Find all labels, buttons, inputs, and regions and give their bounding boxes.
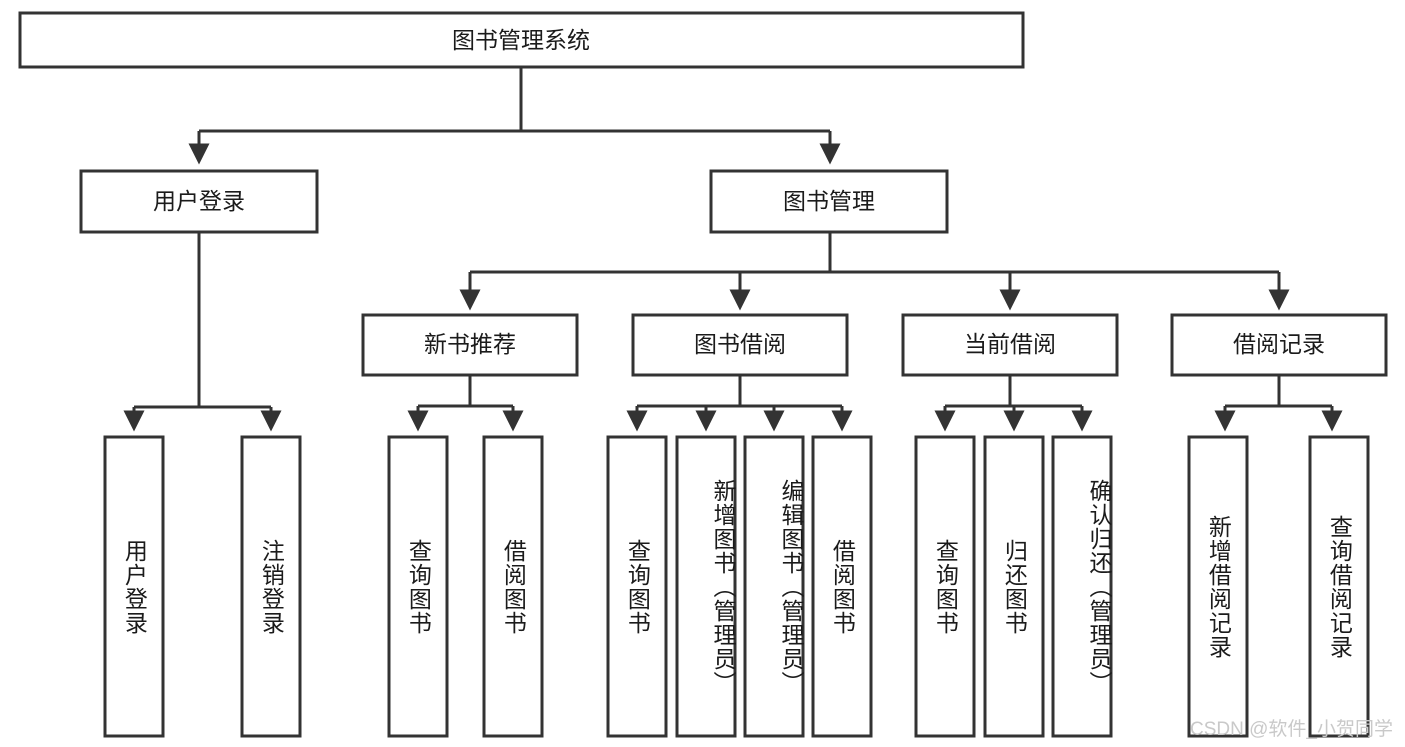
label-book-manage: 图书管理 — [783, 188, 875, 214]
node-box-root[interactable] — [18, 11, 1025, 69]
node-box-current-borrow[interactable] — [901, 313, 1119, 377]
node-box-leaf-user-login[interactable] — [103, 435, 165, 738]
node-box-book-manage[interactable] — [709, 169, 949, 234]
label-current-borrow: 当前借阅 — [964, 331, 1056, 357]
node-box-leaf-cb-return[interactable] — [983, 435, 1045, 738]
node-box-leaf-br-add[interactable] — [1187, 435, 1249, 738]
node-labels-horizontal: 图书管理系统 用户登录 图书管理 新书推荐 图书借阅 当前借阅 借阅记录 — [153, 27, 1325, 357]
label-book-borrow: 图书借阅 — [694, 331, 786, 357]
node-box-leaf-bb-borrow[interactable] — [811, 435, 873, 738]
connector-group — [123, 67, 1343, 432]
node-box-book-borrow[interactable] — [631, 313, 849, 377]
node-box-borrow-record[interactable] — [1170, 313, 1388, 377]
node-box-leaf-bb-query[interactable] — [606, 435, 668, 738]
node-box-leaf-logout[interactable] — [240, 435, 302, 738]
node-box-new-book-recommend[interactable] — [361, 313, 579, 377]
label-root: 图书管理系统 — [452, 27, 590, 53]
node-box-leaf-cb-query[interactable] — [914, 435, 976, 738]
node-box-leaf-cb-confirm[interactable] — [1051, 435, 1113, 738]
node-box-leaf-nb-query[interactable] — [387, 435, 449, 738]
node-box-user-login[interactable] — [79, 169, 319, 234]
label-new-book-recommend: 新书推荐 — [424, 331, 516, 357]
label-user-login: 用户登录 — [153, 188, 245, 214]
node-box-leaf-bb-edit[interactable] — [743, 435, 805, 738]
node-boxes — [18, 11, 1388, 738]
label-borrow-record: 借阅记录 — [1233, 331, 1325, 357]
node-box-leaf-nb-borrow[interactable] — [482, 435, 544, 738]
node-box-leaf-bb-add[interactable] — [675, 435, 737, 738]
node-box-leaf-br-query[interactable] — [1308, 435, 1370, 738]
